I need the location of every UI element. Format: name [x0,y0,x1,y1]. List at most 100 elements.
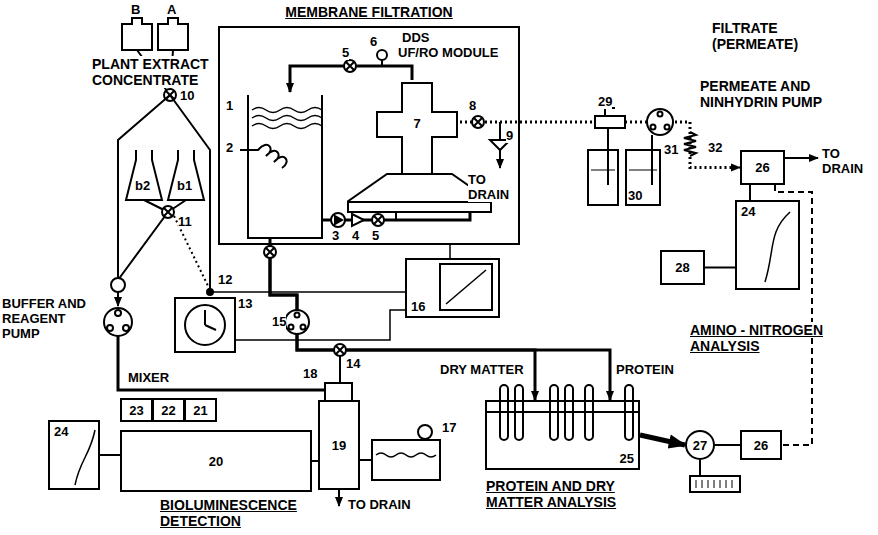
label-box: AMINO - NITROGEN ANALYSIS [690,322,840,354]
bottles [126,150,162,200]
label-text: BUFFER AND REAGENT PUMP [2,296,86,341]
callout-number: 21 [193,403,207,418]
label-box: 10 [180,88,194,103]
permeate-line [626,150,660,205]
callout-number: 6 [370,34,377,49]
membrane-rig [335,216,342,224]
pipe-connector [749,185,751,200]
callout-number: 24 [54,424,68,439]
label-box: PROTEIN AND DRY MATTER ANALYSIS [486,478,651,510]
label-box: 30 [628,188,642,203]
label-box: 18 [303,366,317,381]
bottles [104,308,132,336]
membrane-rig [499,150,501,168]
label-box: 17 [442,420,456,435]
detection-rig [75,430,95,485]
permeate-line [608,128,652,185]
membrane-rig [372,214,384,226]
callout-number: 26 [755,160,769,175]
permeate-line [658,112,663,117]
callout-number: 15 [272,314,286,329]
permeate-line [588,150,618,205]
membrane-rig [264,246,276,258]
label-text: DDS [402,30,429,45]
detection-rig [440,264,492,310]
detection-rig [334,344,346,356]
integrator-box: 28 [660,250,705,285]
membrane-rig [472,116,484,128]
label-text: PERMEATE AND NINHYDRIN PUMP [700,78,822,110]
membrane-rig [449,245,451,258]
label-box: TO DRAIN [822,146,874,176]
callout-number: 5 [372,228,379,243]
callout-number: 19 [332,438,346,453]
permeate-line [696,480,732,488]
permeate-line [651,125,656,130]
detection-rig [338,490,340,506]
label-box: 29 [598,94,612,109]
callout-number: 26 [754,438,768,453]
callout-number: 9 [506,128,513,143]
callout-number: 11 [178,214,192,229]
label-box: MIXER [128,370,169,385]
bottles [118,95,210,290]
permeate-line [591,170,657,171]
module-box: 23 [120,398,153,422]
label-box: TO DRAIN [348,497,411,512]
detection-rig [289,325,294,330]
label-box: 3 [332,228,339,243]
label-box: PLANT EXTRACT CONCENTRATE [92,56,218,88]
label-text: UF/RO MODULE [398,45,498,60]
pipe-connector [270,245,610,400]
permeate-line [665,125,670,130]
detection-rig [75,264,492,506]
label-box: 32 [708,140,722,155]
label-text: b1 [177,178,192,193]
label-box: 11 [178,214,192,229]
label-box: 31 [664,142,678,157]
label-box: 14 [346,356,360,371]
label-box: 5 [342,45,349,60]
callout-number: 22 [161,403,175,418]
callout-number: 8 [469,98,476,113]
callout-number: 27 [693,438,707,453]
permeate-line [647,109,673,135]
callout-number: 12 [218,272,232,287]
timer-clock [235,310,405,340]
callout-number: 14 [346,356,360,371]
callout-number: 10 [180,88,194,103]
pipe-connector [100,454,120,456]
permeate-line [699,460,701,476]
membrane-rig [344,60,356,72]
module-box: 21 [184,398,217,422]
label-box: 8 [469,98,476,113]
label-text: DRY MATTER [440,362,524,377]
detection-rig [360,459,372,461]
callout-number: 1 [226,98,233,113]
callout-number: 17 [442,420,456,435]
membrane-rig [240,145,287,168]
label-text: FILTRATE (PERMEATE) [712,20,798,52]
label-box: 6 [370,34,377,49]
bottles [158,18,188,50]
module-base [348,202,491,212]
callout-number: 29 [598,94,612,109]
bottles [115,310,121,316]
label-text: TO DRAIN [348,497,411,512]
label-box: PERMEATE AND NINHYDRIN PUMP [700,78,850,110]
permeate-line [690,476,740,492]
membrane-rig [240,50,520,258]
label-box: 2 [226,140,233,155]
label-box: b1 [177,178,192,193]
label-text: TO DRAIN [468,172,509,202]
label-text: B [131,2,140,17]
label-text: b2 [135,178,150,193]
callout-number: 23 [129,403,143,418]
label-box: A [167,2,176,17]
region-heading: MEMBRANE FILTRATION [220,4,518,20]
bottles [111,278,125,292]
tube-rack: 25 [485,400,640,470]
module-cross [377,83,457,174]
callout-number: 13 [238,296,252,311]
